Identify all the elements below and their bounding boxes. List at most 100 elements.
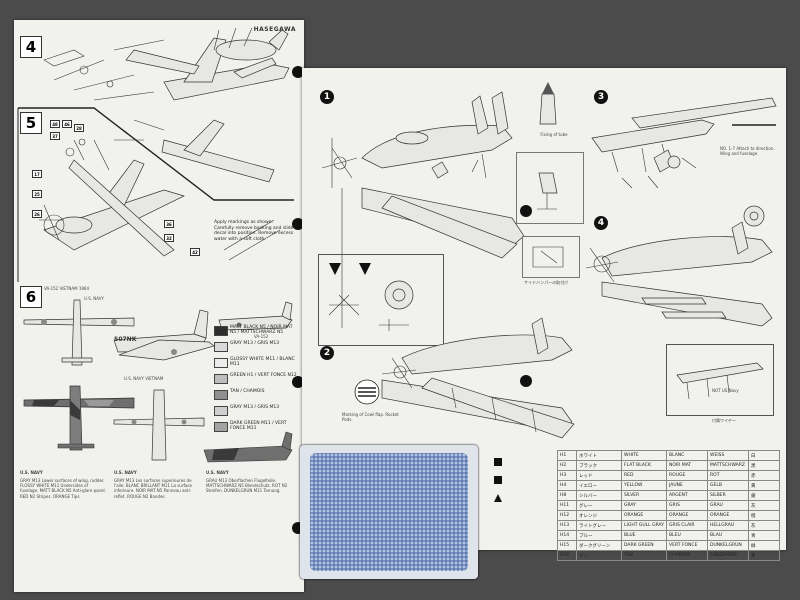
color-table-cell: グレー xyxy=(576,500,622,511)
color-table-cell: WEISS xyxy=(707,450,750,461)
color-table-cell: H11 xyxy=(557,500,577,511)
tube-note: Fixing of tube xyxy=(540,132,568,137)
detail-box-mount xyxy=(522,236,580,278)
aircraft-code-label: S07NK xyxy=(114,336,137,343)
color-table-cell: ホワイト xyxy=(576,450,622,461)
color-table-cell: 赤 xyxy=(748,470,781,481)
color-table-cell: GRIS xyxy=(666,500,709,511)
color-table-cell: LIGHT GULL GRAY xyxy=(620,520,668,531)
swatch-green xyxy=(214,374,228,384)
col-1-text: GRAY M13 Lower surfaces of wing, rudder.… xyxy=(20,478,106,499)
color-table-cell: FLAT BLACK xyxy=(620,460,668,471)
color-table-cell: ブルー xyxy=(576,530,622,541)
col-1-header: U.S. NAVY xyxy=(20,470,43,475)
color-table-cell: H8 xyxy=(557,490,577,501)
color-table-cell: H1 xyxy=(557,450,577,461)
navy-vietnam-label: U.S. NAVY VIETNAM xyxy=(124,376,164,381)
swatch-matt-black xyxy=(214,326,228,336)
color-table-cell: シルバー xyxy=(576,490,622,501)
color-table-cell: ROT xyxy=(707,470,750,481)
step-1-diagram xyxy=(321,91,525,328)
color-table-cell: 黒 xyxy=(748,460,781,471)
color-table-cell: GELB xyxy=(707,480,750,491)
color-table-cell: ORANGE xyxy=(707,510,750,521)
color-table-cell: BLAU xyxy=(707,530,750,541)
color-table-cell: レッド xyxy=(576,470,622,481)
color-table-cell: 白 xyxy=(748,450,781,461)
color-table-cell: 灰 xyxy=(748,520,781,531)
color-table-cell: BLEU xyxy=(666,530,709,541)
punch-hole xyxy=(292,218,304,230)
wire-part xyxy=(732,124,776,126)
color-table-cell: タン xyxy=(576,550,622,561)
color-table-cell: CHAMOIS xyxy=(666,550,709,561)
engine-inset xyxy=(318,254,444,346)
aircraft-code-2: VA-152 xyxy=(254,334,269,339)
detail-box-gear xyxy=(516,152,584,224)
color-table-cell: H12 xyxy=(557,510,577,521)
swatch-gray xyxy=(214,342,228,352)
color-table-cell: H13 xyxy=(557,520,577,531)
punch-hole xyxy=(292,66,304,78)
col-2-text: GRAY M13 Les surfaces superieures de l'a… xyxy=(114,478,192,499)
color-table-cell: 黄 xyxy=(748,480,781,491)
color-table-cell: 緑 xyxy=(748,540,781,551)
color-table-cell: SILVER xyxy=(620,490,668,501)
swatch-tan xyxy=(214,390,228,400)
brand-label: HASEGAWA xyxy=(253,26,296,33)
color-table-cell: H4 xyxy=(557,480,577,491)
color-table-cell: 灰 xyxy=(748,500,781,511)
step-6-box: 6 xyxy=(20,286,42,308)
upper-top-view xyxy=(23,299,135,366)
color-table-cell: オレンジ xyxy=(576,510,622,521)
step-2-note: Marking of Cowl flap. Rocket Pods. xyxy=(342,412,399,423)
lower-right-inset xyxy=(666,344,774,416)
color-table-cell: GRAU xyxy=(707,500,750,511)
col-3-header: U.S. NAVY xyxy=(206,470,229,475)
color-table-cell: MATTSCHWARZ xyxy=(707,460,750,471)
color-table-cell: ORANGE xyxy=(666,510,709,521)
step-1-marker: 1 xyxy=(320,90,334,104)
step-2-marker: 2 xyxy=(320,346,334,360)
side-profile-small xyxy=(218,301,293,331)
color-table-cell: JAUNE xyxy=(666,480,709,491)
step-3-diagram xyxy=(591,97,777,189)
color-table-cell: H16 xyxy=(557,550,577,561)
color-table-cell: 茶 xyxy=(748,550,781,561)
upper-side-view xyxy=(113,309,215,361)
color-table-cell: H3 xyxy=(557,470,577,481)
color-table-cell: NOIR MAT xyxy=(666,460,709,471)
color-table-cell: ライトグレー xyxy=(576,520,622,531)
color-table-cell: ORANGE xyxy=(620,510,668,521)
color-table-cell: RED xyxy=(620,470,668,481)
color-table-cell: BLANC xyxy=(666,450,709,461)
color-table-cell: SANDFARBE xyxy=(707,550,750,561)
step-5-box: 5 xyxy=(20,112,42,134)
color-table-cell: ROUGE xyxy=(666,470,709,481)
col-3-text: GRAU M13 Oberflachen Flugelteile. MATTSC… xyxy=(206,478,288,494)
color-table-cell: DARK GREEN xyxy=(620,540,668,551)
swatch-gray-2 xyxy=(214,406,228,416)
step-4-box: 4 xyxy=(20,36,42,58)
color-table-cell: HELLGRAU xyxy=(707,520,750,531)
tube-callout xyxy=(539,82,557,125)
color-table-cell: ARGENT xyxy=(666,490,709,501)
punch-hole xyxy=(292,376,304,388)
color-table-cell: H2 xyxy=(557,460,577,471)
vietnam-bottom-view xyxy=(113,389,205,461)
color-table-cell: TAN xyxy=(620,550,668,561)
step-2-diagram xyxy=(381,317,575,439)
color-table-cell: ダークグリーン xyxy=(576,540,622,551)
cowl-flap-marking xyxy=(344,376,390,416)
punch-hole xyxy=(520,205,532,217)
navy-label-upper: U.S. NAVY xyxy=(84,296,104,301)
